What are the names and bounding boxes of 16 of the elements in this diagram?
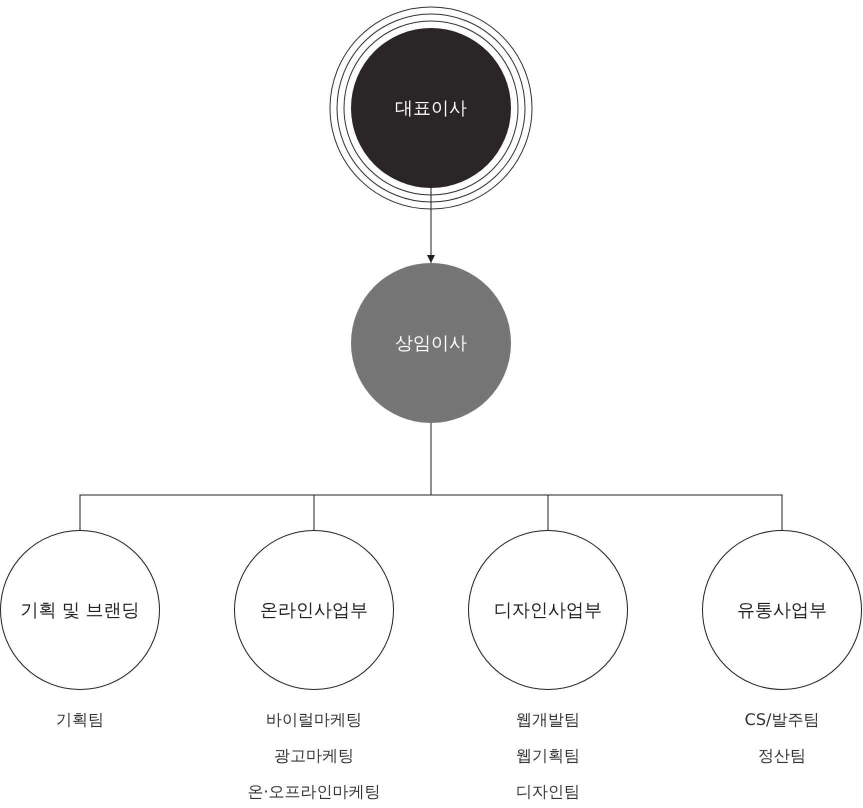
department-circle: 온라인사업부 — [234, 530, 394, 690]
team-label: 바이럴마케팅 — [266, 710, 362, 730]
team-label: CS/발주팀 — [744, 710, 820, 730]
department-circle: 유통사업부 — [702, 530, 862, 690]
team-label: 디자인팀 — [516, 782, 580, 802]
arrow — [427, 188, 435, 264]
team-label: 정산팀 — [758, 746, 806, 766]
team-label: 웹기획팀 — [516, 746, 580, 766]
team-label: 웹개발팀 — [516, 710, 580, 730]
director-circle: 상임이사 — [351, 263, 511, 423]
team-label: 기획팀 — [56, 710, 104, 730]
team-label: 광고마케팅 — [274, 746, 354, 766]
department-circle: 기획 및 브랜딩 — [0, 530, 160, 690]
executive-circle: 대표이사 — [351, 28, 511, 188]
team-label: 온·오프라인마케팅 — [247, 782, 381, 802]
department-circle: 디자인사업부 — [468, 530, 628, 690]
